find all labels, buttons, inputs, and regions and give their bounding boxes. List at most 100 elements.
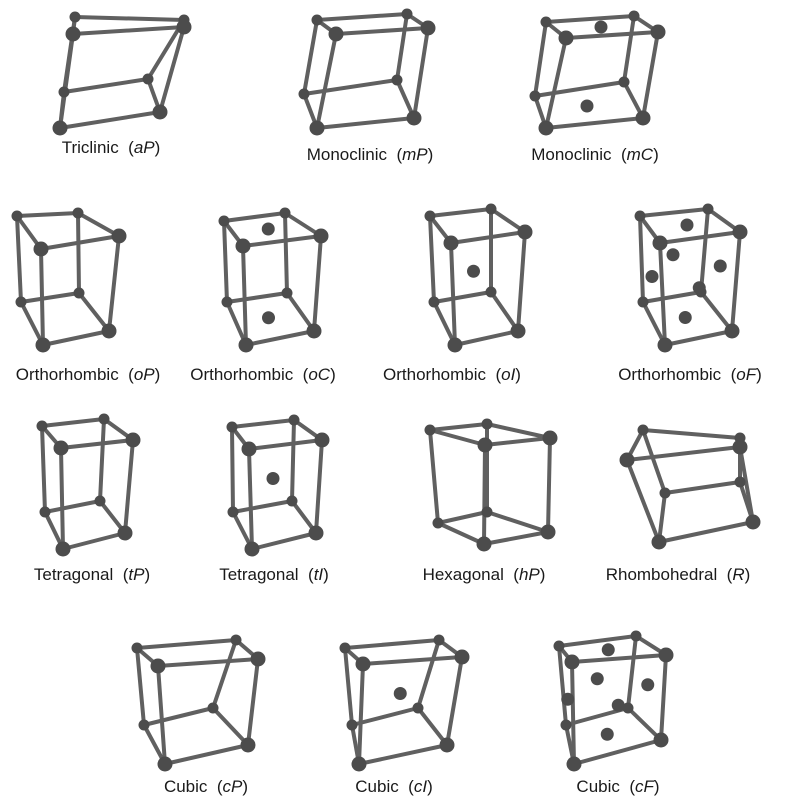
caption-monoclinic-mc: Monoclinic (mC) [531,145,659,164]
lattice-rod [659,653,668,742]
lattice-ap [52,11,192,136]
lattice-rod [230,425,235,514]
corner-atom [227,506,239,518]
lattice-rod [657,491,667,544]
corner-atom [439,737,455,753]
centering-atom [261,222,275,236]
corner-atom [39,506,51,518]
corner-atom [36,420,48,432]
corner-atom [724,323,740,339]
corner-atom [650,24,666,40]
caption-triclinic-ap: Triclinic (aP) [61,138,161,157]
caption-orthorhombic-op: Orthorhombic (oP) [15,365,161,384]
lattice-rod [15,214,23,304]
corner-atom [288,414,300,426]
centering-atom [600,727,614,741]
lattice-rod [315,116,416,130]
lattice-rod [485,510,550,534]
lattice-symbol: tI [313,565,324,584]
corner-atom [101,323,117,339]
corner-atom [658,647,674,663]
corner-atom [540,16,552,28]
corner-atom [339,642,351,654]
lattice-rod [315,12,409,22]
lattice-rod [315,32,338,130]
lattice-rod [15,211,80,218]
caption-cubic-ci: Cubic (cI) [355,777,433,796]
lattice-rod [412,26,430,120]
lattice-tp [36,413,141,557]
lattice-rod [343,638,441,650]
corner-atom [94,495,106,507]
corner-atom [485,286,497,298]
centering-atom [561,692,575,706]
lattice-rod [449,241,457,347]
lattice-rod [445,655,464,747]
corner-atom [218,215,230,227]
lattice-rod [428,214,436,304]
lattice-ti [226,414,330,557]
lattice-rod [19,291,81,304]
lattice-rod [76,211,81,295]
lattice-rod [622,14,636,84]
lattice-rod [123,438,135,535]
lattice-rod [428,428,440,525]
lattice-rod [158,25,186,114]
lattice-rod [658,230,742,245]
corner-atom [15,296,27,308]
corner-atom [628,10,640,22]
corner-atom [702,203,714,215]
lattice-rod [533,20,548,98]
lattice-rod [241,234,323,248]
centering-atom [645,270,659,283]
lattice-rod [302,18,319,96]
lattice-rod [453,329,520,347]
lattice-rod [489,290,520,333]
lattice-rod [71,25,186,36]
corner-atom [542,430,558,446]
lattice-rod [135,646,146,727]
caption-cubic-cp: Cubic (cP) [163,777,249,796]
corner-atom [131,642,143,654]
centering-atom [666,248,680,262]
lattice-rod [516,230,527,333]
lattice-rod [663,480,742,495]
lattice-rod [222,219,229,304]
centering-atom [601,643,615,657]
lattice-symbol: hP [518,565,540,584]
caption-cubic-cf: Cubic (cF) [576,777,660,796]
lattice-rod [482,443,487,546]
lattice-rod [285,291,316,333]
corner-atom [308,525,324,541]
lattice-rod [314,438,324,535]
lattice-name: Orthorhombic [15,365,119,384]
corner-atom [117,525,133,541]
lattice-name: Orthorhombic [383,365,487,384]
lattice-rod [738,445,755,524]
corner-atom [529,90,541,102]
corner-atom [424,210,436,222]
caption-orthorhombic-oi: Orthorhombic (oI) [383,365,521,384]
lattice-rod [58,110,162,130]
corner-atom [58,86,70,98]
caption-orthorhombic-of: Orthorhombic (oF) [618,365,762,384]
corner-atom [695,286,707,298]
lattice-rod [62,77,150,94]
lattice-of [634,203,748,353]
corner-atom [637,296,649,308]
corner-atom [240,737,256,753]
lattice-rod [641,428,667,495]
lattice-rod [570,653,668,664]
lattice-symbol: mC [626,145,654,164]
lattice-rod [641,300,667,347]
corner-atom [659,487,671,499]
caption-hexagonal-hp: Hexagonal (hP) [422,565,546,584]
corner-atom [745,514,761,530]
lattice-rod [416,638,441,710]
lattice-rod [135,638,238,650]
centering-atom [713,259,727,273]
lattice-rod [557,644,568,727]
corner-atom [477,437,493,453]
lattice-rod [73,15,186,22]
lattice-rod [663,329,734,347]
